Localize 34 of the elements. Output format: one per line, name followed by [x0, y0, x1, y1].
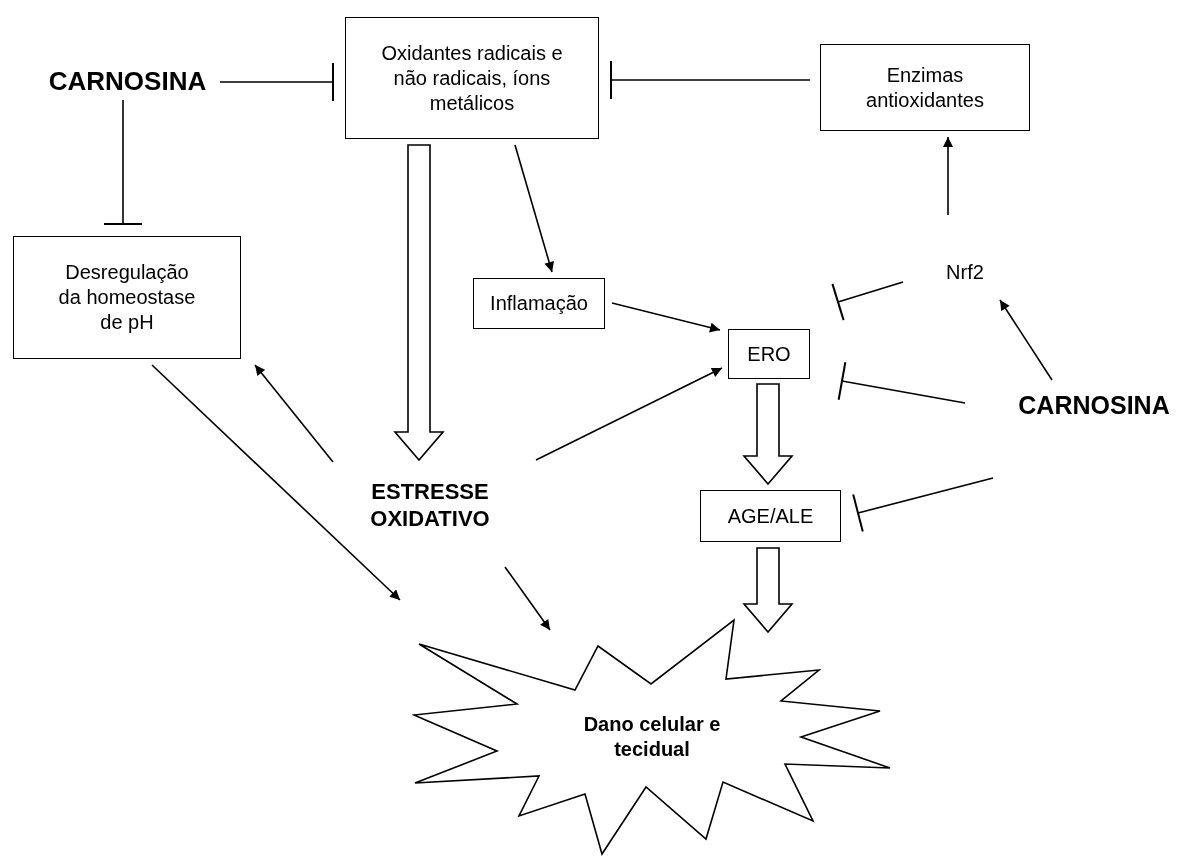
- node-label: Enzimas antioxidantes: [865, 62, 985, 113]
- arrow: [999, 299, 1053, 381]
- arrow: [611, 302, 721, 333]
- block-arrow: [393, 144, 445, 462]
- block-arrow: [742, 547, 794, 634]
- process-box: [473, 278, 605, 329]
- arrow: [504, 566, 551, 631]
- inhibition-line: [103, 99, 143, 225]
- inhibition-line: [852, 477, 994, 533]
- node-label: ESTRESSE OXIDATIVO: [355, 466, 505, 544]
- node-label: CARNOSINA: [1000, 387, 1188, 425]
- inhibition-line: [219, 62, 334, 102]
- node-label: Inflamação: [490, 291, 588, 316]
- node-label: Dano celular e tecidual: [582, 712, 722, 762]
- node-label: AGE/ALE: [727, 503, 814, 529]
- node-label: Nrf2: [930, 255, 1000, 289]
- inhibition-line: [831, 281, 904, 322]
- process-box: [345, 17, 599, 139]
- node-label: Oxidantes radicais e não radicais, íons metálicos: [380, 40, 564, 116]
- node-label: Desregulação da homeostase de pH: [57, 260, 197, 335]
- process-box: [700, 490, 841, 542]
- arrow: [943, 136, 953, 216]
- arrow: [514, 144, 554, 273]
- arrow: [151, 364, 401, 601]
- arrow: [535, 367, 723, 461]
- process-box: [820, 44, 1030, 131]
- block-arrow: [742, 383, 794, 486]
- inhibition-line: [610, 60, 811, 100]
- process-box: [13, 236, 241, 359]
- node-label: CARNOSINA: [35, 62, 220, 100]
- node-label: ERO: [747, 341, 791, 367]
- arrow: [254, 364, 334, 463]
- process-box: [728, 329, 810, 379]
- inhibition-line: [837, 361, 966, 404]
